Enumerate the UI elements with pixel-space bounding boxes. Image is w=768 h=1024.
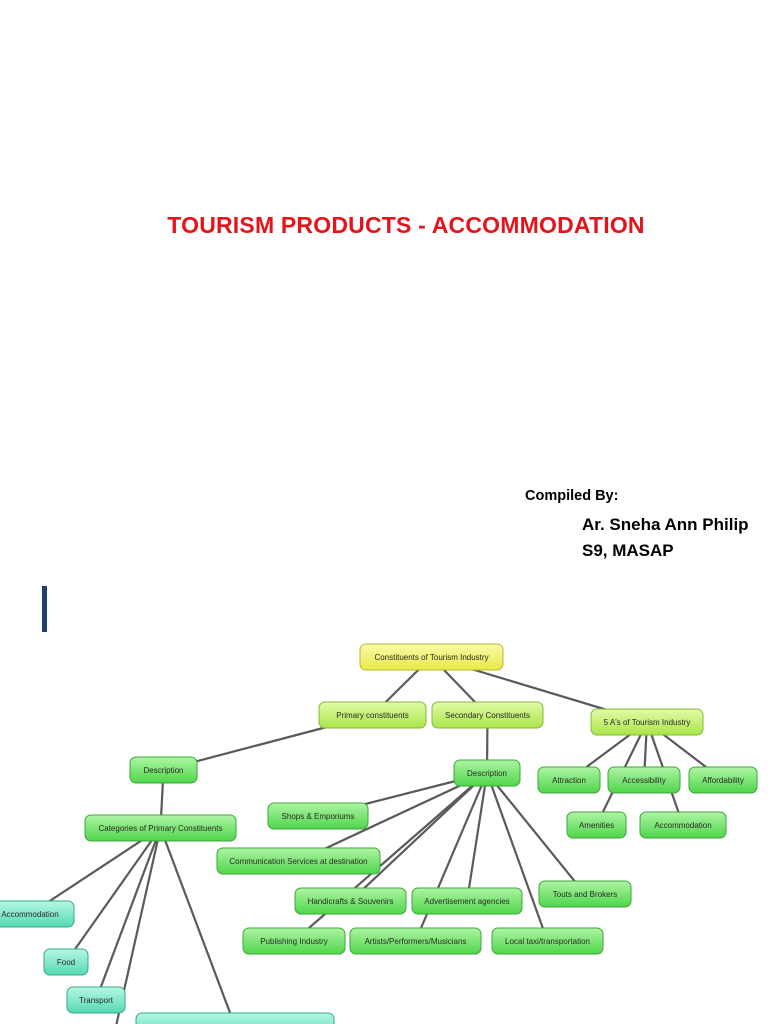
node-fiveA: 5 A's of Tourism Industry bbox=[590, 708, 704, 736]
node-box bbox=[431, 701, 544, 729]
node-amenities: Amenities bbox=[566, 811, 627, 839]
node-label: Affordability bbox=[702, 776, 744, 785]
node-label: Accommodation bbox=[654, 821, 711, 830]
author-name: Ar. Sneha Ann Philip bbox=[582, 515, 749, 534]
node-label: Constituents of Tourism Industry bbox=[374, 653, 488, 662]
node-touts: Touts and Brokers bbox=[538, 880, 632, 908]
connector-desc2-touts bbox=[486, 772, 586, 895]
node-box bbox=[411, 887, 523, 915]
connector-desc2-artists bbox=[414, 772, 489, 942]
node-box bbox=[43, 948, 89, 976]
node-handicrafts: Handicrafts & Souvenirs bbox=[294, 887, 407, 915]
node-label: Primary constituents bbox=[336, 711, 408, 720]
node-label: Categories of Primary Constituents bbox=[98, 824, 222, 833]
node-box bbox=[639, 811, 727, 839]
node-accommodation1: Accommodation bbox=[0, 900, 75, 928]
node-label: Shops & Emporiums bbox=[282, 812, 355, 821]
node-affordability: Affordability bbox=[688, 766, 758, 794]
node-label: Advertisement agencies bbox=[424, 897, 509, 906]
node-box bbox=[129, 756, 198, 784]
node-label: Communication Services at destination bbox=[229, 857, 367, 866]
compiled-by-label: Compiled By: bbox=[525, 488, 619, 504]
node-box bbox=[135, 1012, 335, 1024]
author-block: Ar. Sneha Ann Philip S9, MASAP bbox=[582, 512, 749, 564]
node-attraction: Attraction bbox=[537, 766, 601, 794]
node-box bbox=[349, 927, 482, 955]
node-box bbox=[66, 986, 126, 1014]
node-box bbox=[491, 927, 604, 955]
node-primary: Primary constituents bbox=[318, 701, 427, 729]
node-box bbox=[242, 927, 346, 955]
node-label: Accessibility bbox=[622, 776, 666, 785]
node-label: Description bbox=[143, 766, 183, 775]
node-box bbox=[537, 766, 601, 794]
connector-desc2-advert bbox=[465, 772, 489, 902]
node-food: Food bbox=[43, 948, 89, 976]
connector-desc2-comm bbox=[298, 772, 488, 862]
connector-desc2-handicrafts bbox=[349, 772, 488, 902]
connector-desc2-localtaxi bbox=[485, 772, 549, 942]
node-box bbox=[538, 880, 632, 908]
node-label: Handicrafts & Souvenirs bbox=[308, 897, 394, 906]
node-box bbox=[216, 847, 381, 875]
node-label: Attraction bbox=[552, 776, 586, 785]
node-label: Publishing Industry bbox=[260, 937, 328, 946]
node-box bbox=[607, 766, 681, 794]
node-artists: Artists/Performers/Musicians bbox=[349, 927, 482, 955]
node-secondary: Secondary Constituents bbox=[431, 701, 544, 729]
node-box bbox=[688, 766, 758, 794]
node-categories: Categories of Primary Constituents bbox=[84, 814, 237, 842]
node-label: Secondary Constituents bbox=[445, 711, 530, 720]
node-label: Artists/Performers/Musicians bbox=[365, 937, 467, 946]
slide-title: TOURISM PRODUCTS - ACCOMMODATION bbox=[167, 212, 645, 238]
node-box bbox=[84, 814, 237, 842]
node-box bbox=[294, 887, 407, 915]
node-box bbox=[590, 708, 704, 736]
node-box bbox=[0, 900, 75, 928]
node-label: Transport bbox=[79, 996, 114, 1005]
connector-categories-cutoff bbox=[159, 827, 236, 1024]
node-box bbox=[566, 811, 627, 839]
node-box bbox=[359, 643, 504, 671]
node-localtaxi: Local taxi/transportation bbox=[491, 927, 604, 955]
node-box bbox=[318, 701, 427, 729]
diagram-nodes: Constituents of Tourism IndustryPrimary … bbox=[0, 643, 758, 1024]
connector-categories-accommodation1 bbox=[29, 827, 162, 915]
node-transport: Transport bbox=[66, 986, 126, 1014]
node-box bbox=[267, 802, 369, 830]
connector-categories-transport bbox=[94, 827, 162, 1001]
node-publishing: Publishing Industry bbox=[242, 927, 346, 955]
node-root: Constituents of Tourism Industry bbox=[359, 643, 504, 671]
node-desc1: Description bbox=[129, 756, 198, 784]
node-label: Touts and Brokers bbox=[553, 890, 617, 899]
node-box bbox=[453, 759, 521, 787]
connector-categories-food bbox=[65, 827, 162, 963]
node-comm: Communication Services at destination bbox=[216, 847, 381, 875]
node-cutoff bbox=[135, 1012, 335, 1024]
node-label: Amenities bbox=[579, 821, 614, 830]
accent-bar bbox=[42, 586, 47, 632]
author-detail: S9, MASAP bbox=[582, 541, 674, 560]
node-accessibility: Accessibility bbox=[607, 766, 681, 794]
node-desc2: Description bbox=[453, 759, 521, 787]
node-label: Accommodation bbox=[1, 910, 58, 919]
node-label: 5 A's of Tourism Industry bbox=[604, 718, 691, 727]
node-accommodation2: Accommodation bbox=[639, 811, 727, 839]
node-label: Local taxi/transportation bbox=[505, 937, 590, 946]
node-shops: Shops & Emporiums bbox=[267, 802, 369, 830]
node-label: Food bbox=[57, 958, 75, 967]
node-advert: Advertisement agencies bbox=[411, 887, 523, 915]
node-label: Description bbox=[467, 769, 507, 778]
